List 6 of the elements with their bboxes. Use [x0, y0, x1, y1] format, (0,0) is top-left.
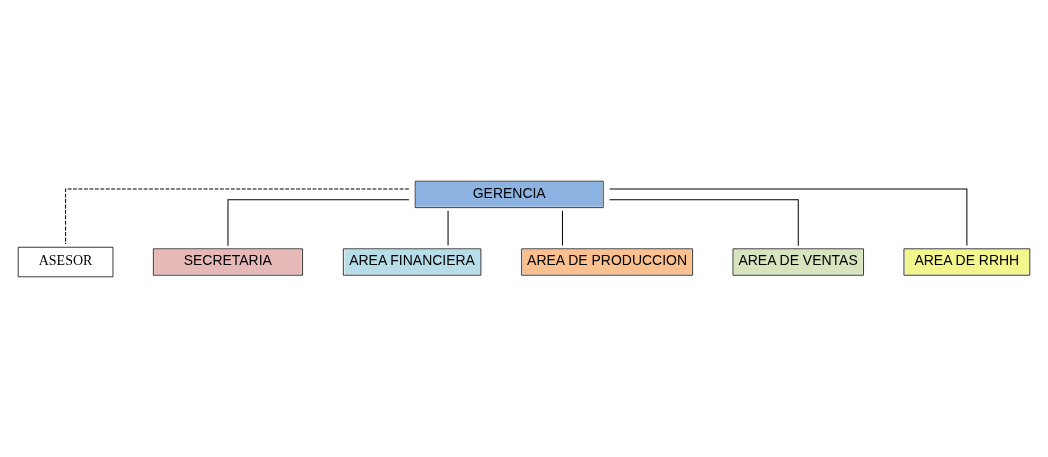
- node-box: ASESOR: [17, 246, 114, 277]
- connector: [609, 198, 799, 246]
- connector: [227, 198, 410, 246]
- connector: [561, 209, 563, 246]
- connector: [609, 188, 968, 246]
- connector: [65, 188, 410, 244]
